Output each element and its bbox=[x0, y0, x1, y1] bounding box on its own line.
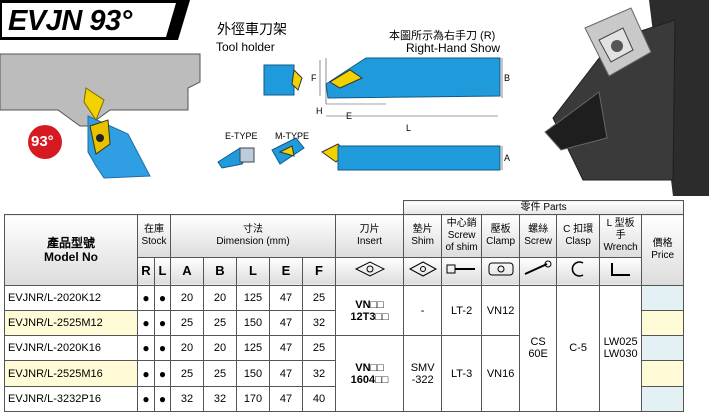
screw-of-shim-group-2: LT-3 bbox=[441, 335, 483, 412]
table-row: EVJNR/L-3232P16 ● ● 32 32 170 47 40 bbox=[4, 385, 709, 413]
dim-l: L bbox=[406, 123, 412, 133]
table-row: EVJNR/L-2020K16 ● ● 20 20 125 47 25 VN□□… bbox=[4, 335, 709, 412]
screw-icon bbox=[519, 256, 558, 286]
title-banner bbox=[0, 0, 190, 40]
tool-holder-cn: 外徑車刀架 bbox=[217, 21, 287, 37]
table-row: EVJNR/L-2525M12 ● ● 25 25 150 47 32 bbox=[4, 310, 709, 337]
screw-of-shim-icon bbox=[441, 256, 483, 286]
price-cell bbox=[641, 310, 685, 337]
dim-a-header: A bbox=[170, 256, 204, 286]
angle-badge: 93° bbox=[31, 133, 54, 150]
tool-holder-en: Tool holder bbox=[216, 40, 275, 54]
dim-h: H bbox=[316, 106, 323, 116]
illustration-area: EVJN 93° 93° 外徑車刀架 Tool holder 本圖所示為右手刀 … bbox=[0, 0, 709, 198]
price-cell bbox=[641, 335, 685, 362]
clamp-group-1: VN12 bbox=[481, 284, 521, 337]
page-title: EVJN 93° bbox=[8, 5, 132, 37]
shim-group-1: - bbox=[403, 284, 443, 337]
dim-e-header: E bbox=[269, 256, 303, 286]
e-type-label: E-TYPE bbox=[225, 131, 258, 141]
wrench-icon bbox=[599, 256, 643, 286]
price-cell bbox=[641, 385, 685, 413]
stock-l-header: L bbox=[154, 256, 171, 286]
clasp-value: C-5 bbox=[556, 284, 601, 413]
stock-r-header: R bbox=[137, 256, 155, 286]
dim-a: A bbox=[504, 153, 511, 163]
insert-group-2: VN□□1604□□ bbox=[334, 335, 405, 412]
dim-b-header: B bbox=[203, 256, 237, 286]
dim-e: E bbox=[346, 111, 353, 121]
m-type-label: M-TYPE bbox=[275, 131, 310, 141]
clamp-group-2: VN16 bbox=[481, 335, 521, 412]
dim-f-header: F bbox=[302, 256, 336, 286]
dim-l-header: L bbox=[236, 256, 270, 286]
shim-icon bbox=[403, 256, 443, 286]
clamp-icon bbox=[481, 256, 521, 286]
dim-b: B bbox=[504, 73, 511, 83]
tool-holder-3d-render bbox=[544, 0, 709, 196]
price-cell bbox=[641, 284, 685, 312]
clasp-icon bbox=[556, 256, 601, 286]
insert-group-1: VN□□12T3□□ bbox=[334, 284, 405, 337]
tool-holder-illustration bbox=[0, 53, 201, 179]
table-row: EVJNR/L-2020K12 ● ● 20 20 125 47 25 VN□□… bbox=[4, 284, 709, 413]
price-cell bbox=[641, 360, 685, 387]
dim-f: F bbox=[311, 73, 317, 83]
parts-header: 零件 Parts bbox=[403, 199, 685, 216]
insert-icon bbox=[334, 256, 405, 286]
right-hand-en: Right-Hand Show bbox=[406, 41, 501, 55]
technical-drawings bbox=[217, 57, 503, 171]
screw-of-shim-group-1: LT-2 bbox=[441, 284, 483, 337]
shim-group-2: SMV -322 bbox=[403, 335, 443, 412]
right-hand-cn: 本圖所示為右手刀 (R) bbox=[389, 30, 496, 42]
